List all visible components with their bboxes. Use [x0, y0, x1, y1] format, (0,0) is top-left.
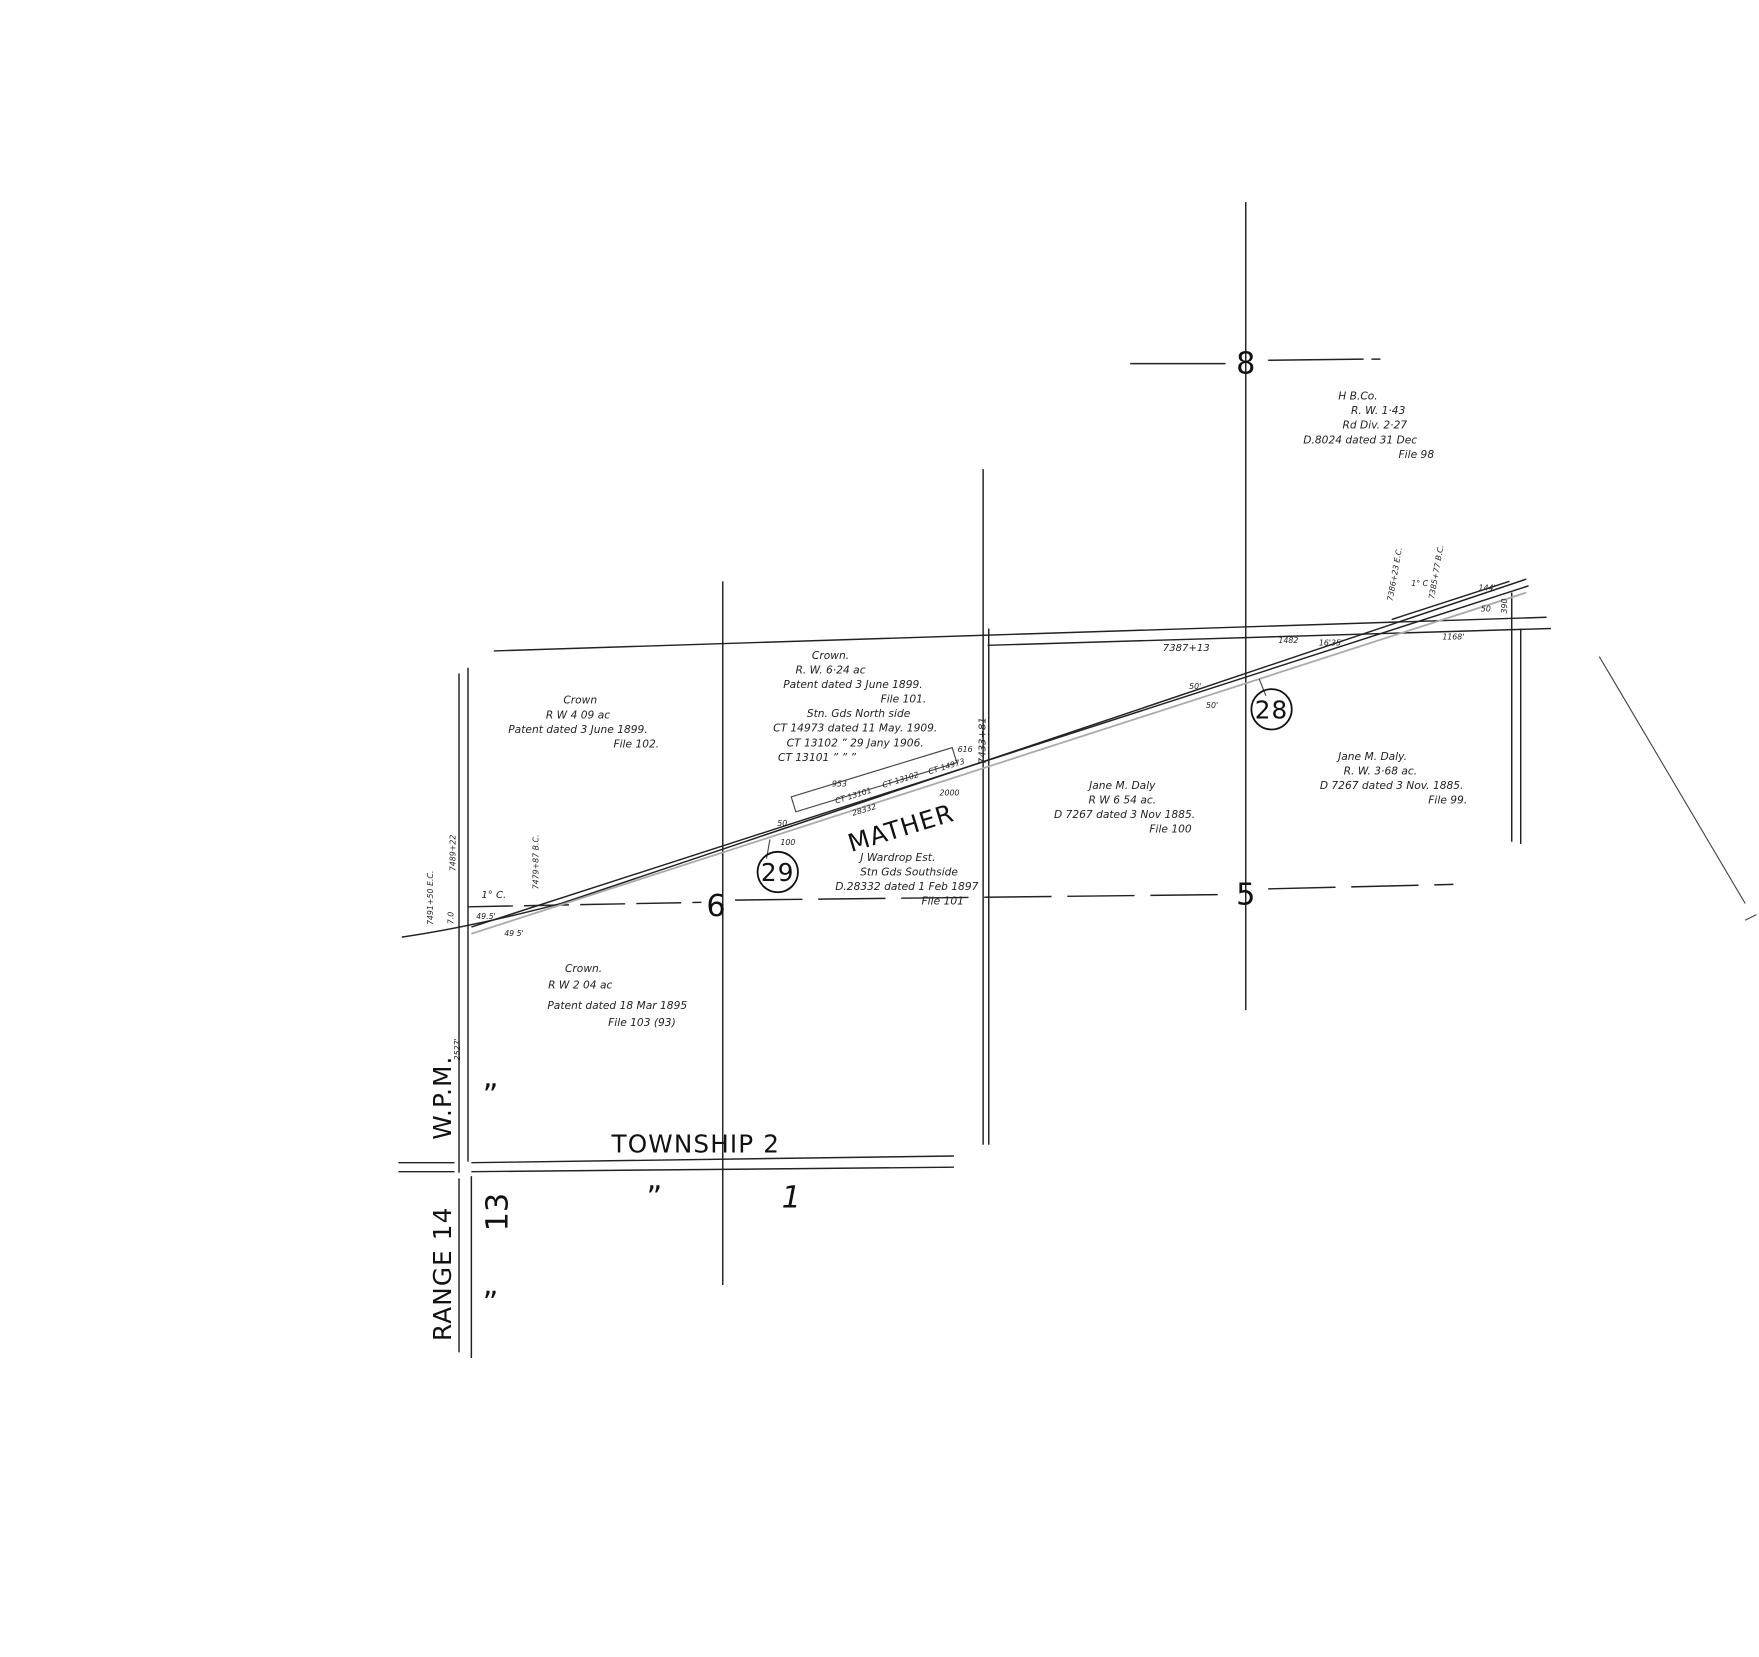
parcel-29: 29: [756, 850, 799, 894]
svg-text:100: 100: [780, 838, 795, 847]
note-daly-right: Jane M. Daly. R. W. 3·68 ac. D 7267 date…: [1320, 750, 1467, 807]
svg-text:File 100: File 100: [1149, 823, 1192, 836]
svg-text:CT 14973 dated 11 May. 1909.: CT 14973 dated 11 May. 1909.: [773, 722, 937, 735]
svg-text:1168': 1168': [1442, 633, 1464, 642]
svg-text:49.5': 49.5': [476, 912, 496, 921]
svg-text:R. W. 1·43: R. W. 1·43: [1351, 404, 1406, 417]
svg-text:Crown: Crown: [563, 694, 597, 707]
svg-text:Jane M. Daly.: Jane M. Daly.: [1336, 750, 1407, 763]
svg-text:Stn Gds Southside: Stn Gds Southside: [860, 865, 958, 878]
svg-text:D.28332 dated 1 Feb 1897: D.28332 dated 1 Feb 1897: [835, 880, 978, 893]
svg-text:Patent dated 18 Mar 1895: Patent dated 18 Mar 1895: [547, 999, 687, 1012]
svg-text:2527': 2527': [453, 1038, 462, 1060]
svg-text:953: 953: [832, 780, 847, 789]
svg-text:7433+81: 7433+81: [977, 717, 988, 764]
svg-text:J Wardrop Est.: J Wardrop Est.: [858, 851, 935, 864]
svg-text:1° C: 1° C: [1411, 579, 1428, 588]
svg-text:Patent dated 3 June 1899.: Patent dated 3 June 1899.: [783, 678, 922, 691]
svg-text:D 7267 dated 3 Nov 1885.: D 7267 dated 3 Nov 1885.: [1054, 808, 1195, 821]
section-6: 6: [706, 889, 725, 924]
svg-text:D.8024 dated 31 Dec: D.8024 dated 31 Dec: [1303, 433, 1417, 446]
svg-text:Jane M. Daly: Jane M. Daly: [1087, 779, 1156, 792]
svg-text:File 98: File 98: [1399, 448, 1435, 461]
note-daly-left: Jane M. Daly R W 6 54 ac. D 7267 dated 3…: [1054, 779, 1195, 836]
ditto-mark: ”: [646, 1181, 662, 1216]
svg-text:7387+13: 7387+13: [1163, 643, 1210, 654]
svg-text:File 99.: File 99.: [1428, 794, 1467, 807]
svg-text:R. W. 6·24 ac: R. W. 6·24 ac: [795, 663, 865, 676]
svg-text:144': 144': [1478, 583, 1495, 592]
railway-line: [401, 578, 1529, 938]
svg-text:50': 50': [1206, 701, 1218, 710]
note-wardrop: J Wardrop Est. Stn Gds Southside D.28332…: [835, 851, 978, 908]
township-label: TOWNSHIP 2: [611, 1130, 781, 1159]
note-hbco: H B.Co. R. W. 1·43 Rd Div. 2·27 D.8024 d…: [1303, 390, 1434, 461]
svg-text:Crown.: Crown.: [812, 649, 849, 662]
svg-text:7385+77 B.C.: 7385+77 B.C.: [1427, 544, 1445, 600]
svg-text:7.0: 7.0: [446, 912, 455, 924]
svg-text:R W 4 09 ac: R W 4 09 ac: [546, 708, 610, 721]
svg-text:390: 390: [1500, 599, 1509, 614]
svg-text:49 5': 49 5': [504, 929, 524, 938]
section-1: 1: [782, 1181, 801, 1216]
svg-text:29: 29: [761, 858, 795, 887]
ditto-mark: ”: [483, 1078, 499, 1113]
parcel-28: 28: [1250, 688, 1293, 731]
section-13: 13: [480, 1193, 515, 1232]
svg-text:R W 2 04 ac: R W 2 04 ac: [548, 979, 612, 992]
svg-text:28: 28: [1255, 695, 1289, 724]
svg-text:File 103 (93): File 103 (93): [608, 1016, 676, 1029]
svg-text:1482: 1482: [1278, 636, 1298, 645]
svg-text:CT 13102: CT 13102: [881, 770, 920, 790]
section-5: 5: [1236, 878, 1255, 913]
range-label: RANGE 14: [428, 1207, 457, 1341]
note-crown-n: Crown. R. W. 6·24 ac Patent dated 3 June…: [773, 649, 937, 764]
svg-text:R. W. 3·68 ac.: R. W. 3·68 ac.: [1344, 764, 1418, 777]
svg-text:Rd Div. 2·27: Rd Div. 2·27: [1342, 419, 1407, 432]
svg-text:CT 13101: CT 13101: [834, 786, 873, 806]
svg-text:7491+50 E.C.: 7491+50 E.C.: [426, 871, 435, 925]
section-8: 8: [1236, 347, 1255, 382]
svg-text:16'35': 16'35': [1319, 638, 1343, 647]
svg-text:H B.Co.: H B.Co.: [1338, 390, 1377, 403]
svg-text:1° C.: 1° C.: [481, 890, 506, 901]
svg-text:CT 13102 ” 29 Jany 1906.: CT 13102 ” 29 Jany 1906.: [787, 736, 924, 749]
meridian-label: W.P.M.: [428, 1056, 457, 1140]
svg-text:File 102.: File 102.: [613, 737, 659, 750]
note-crown-nw: Crown R W 4 09 ac Patent dated 3 June 18…: [508, 694, 659, 751]
svg-text:50': 50': [1189, 682, 1201, 691]
svg-text:Stn. Gds North side: Stn. Gds North side: [807, 707, 911, 720]
svg-text:D 7267 dated 3 Nov. 1885.: D 7267 dated 3 Nov. 1885.: [1320, 779, 1464, 792]
survey-lines: [398, 202, 1757, 1358]
svg-text:50: 50: [777, 819, 787, 828]
svg-text:File 101: File 101: [922, 895, 964, 908]
note-crown-sw: Crown. R W 2 04 ac Patent dated 18 Mar 1…: [547, 962, 687, 1029]
svg-text:Patent dated 3 June 1899.: Patent dated 3 June 1899.: [508, 723, 647, 736]
svg-text:2000: 2000: [939, 789, 959, 798]
svg-text:7489+22: 7489+22: [449, 835, 458, 872]
svg-text:7479+87 B.C.: 7479+87 B.C.: [532, 834, 541, 889]
svg-text:R W 6 54 ac.: R W 6 54 ac.: [1088, 794, 1156, 807]
ditto-mark: ”: [483, 1286, 499, 1321]
svg-text:File 101.: File 101.: [881, 693, 927, 706]
svg-text:Crown.: Crown.: [565, 962, 602, 975]
svg-text:CT 13101 ” ” ”: CT 13101 ” ” ”: [778, 751, 856, 764]
svg-text:616: 616: [958, 745, 973, 754]
svg-text:7386+23 E.C.: 7386+23 E.C.: [1386, 547, 1404, 602]
svg-text:50: 50: [1481, 605, 1491, 614]
